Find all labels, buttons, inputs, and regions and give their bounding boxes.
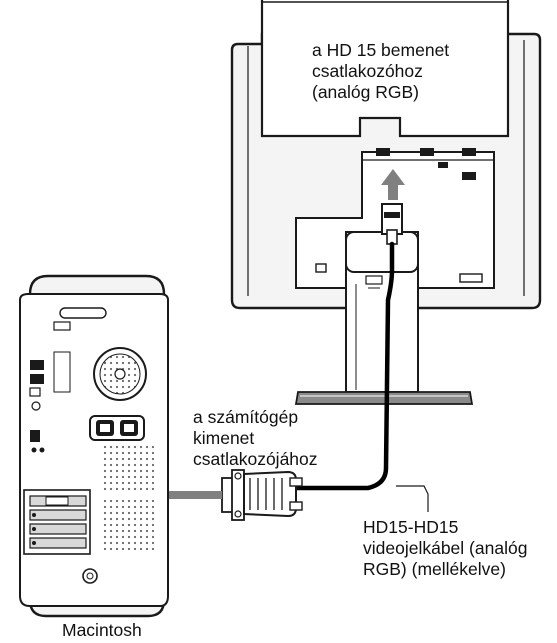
port-4 <box>438 162 448 168</box>
computer-output-label-line: csatlakozójához <box>193 449 318 469</box>
stand-base <box>294 391 474 405</box>
computer-output-label-line: kimenet <box>193 428 255 448</box>
fan-icon <box>93 347 147 401</box>
computer-name-label: Macintosh <box>62 620 142 641</box>
hd15-input-label-line: (analóg RGB) <box>312 82 419 102</box>
cable-leader-line <box>396 485 429 512</box>
port-2 <box>420 148 434 156</box>
hd15-input-label-line: a HD 15 bemenet <box>312 40 450 60</box>
computer-output-label-line: a számítógép <box>193 407 299 427</box>
vesa-slot-left <box>315 263 327 273</box>
port-3 <box>462 148 476 156</box>
hd15-input-label-line: csatlakozóhoz <box>312 61 423 81</box>
arrow-up-icon <box>381 169 405 200</box>
computer-name-text: Macintosh <box>62 620 142 640</box>
port-1 <box>376 148 390 156</box>
hd15-connector-plug <box>221 469 303 521</box>
cable-holder <box>345 231 419 273</box>
cable-label-line: HD15-HD15 <box>363 517 459 537</box>
macintosh-tower <box>19 274 169 618</box>
port-5 <box>462 172 476 180</box>
cable-label-line: videojelkábel (analóg <box>363 538 528 558</box>
vesa-slot-right <box>459 273 483 283</box>
power-socket-icon <box>89 415 145 441</box>
cable-label: HD15-HD15 videojelkábel (analóg RGB) (me… <box>363 517 527 580</box>
cable-label-line: RGB) (mellékelve) <box>363 559 506 579</box>
computer-output-label: a számítógép kimenet csatlakozójához <box>193 407 318 470</box>
hd15-input-label: a HD 15 bemenet csatlakozóhoz (analóg RG… <box>312 40 449 103</box>
monitor-top-panel <box>260 0 510 138</box>
video-cable <box>293 241 395 491</box>
